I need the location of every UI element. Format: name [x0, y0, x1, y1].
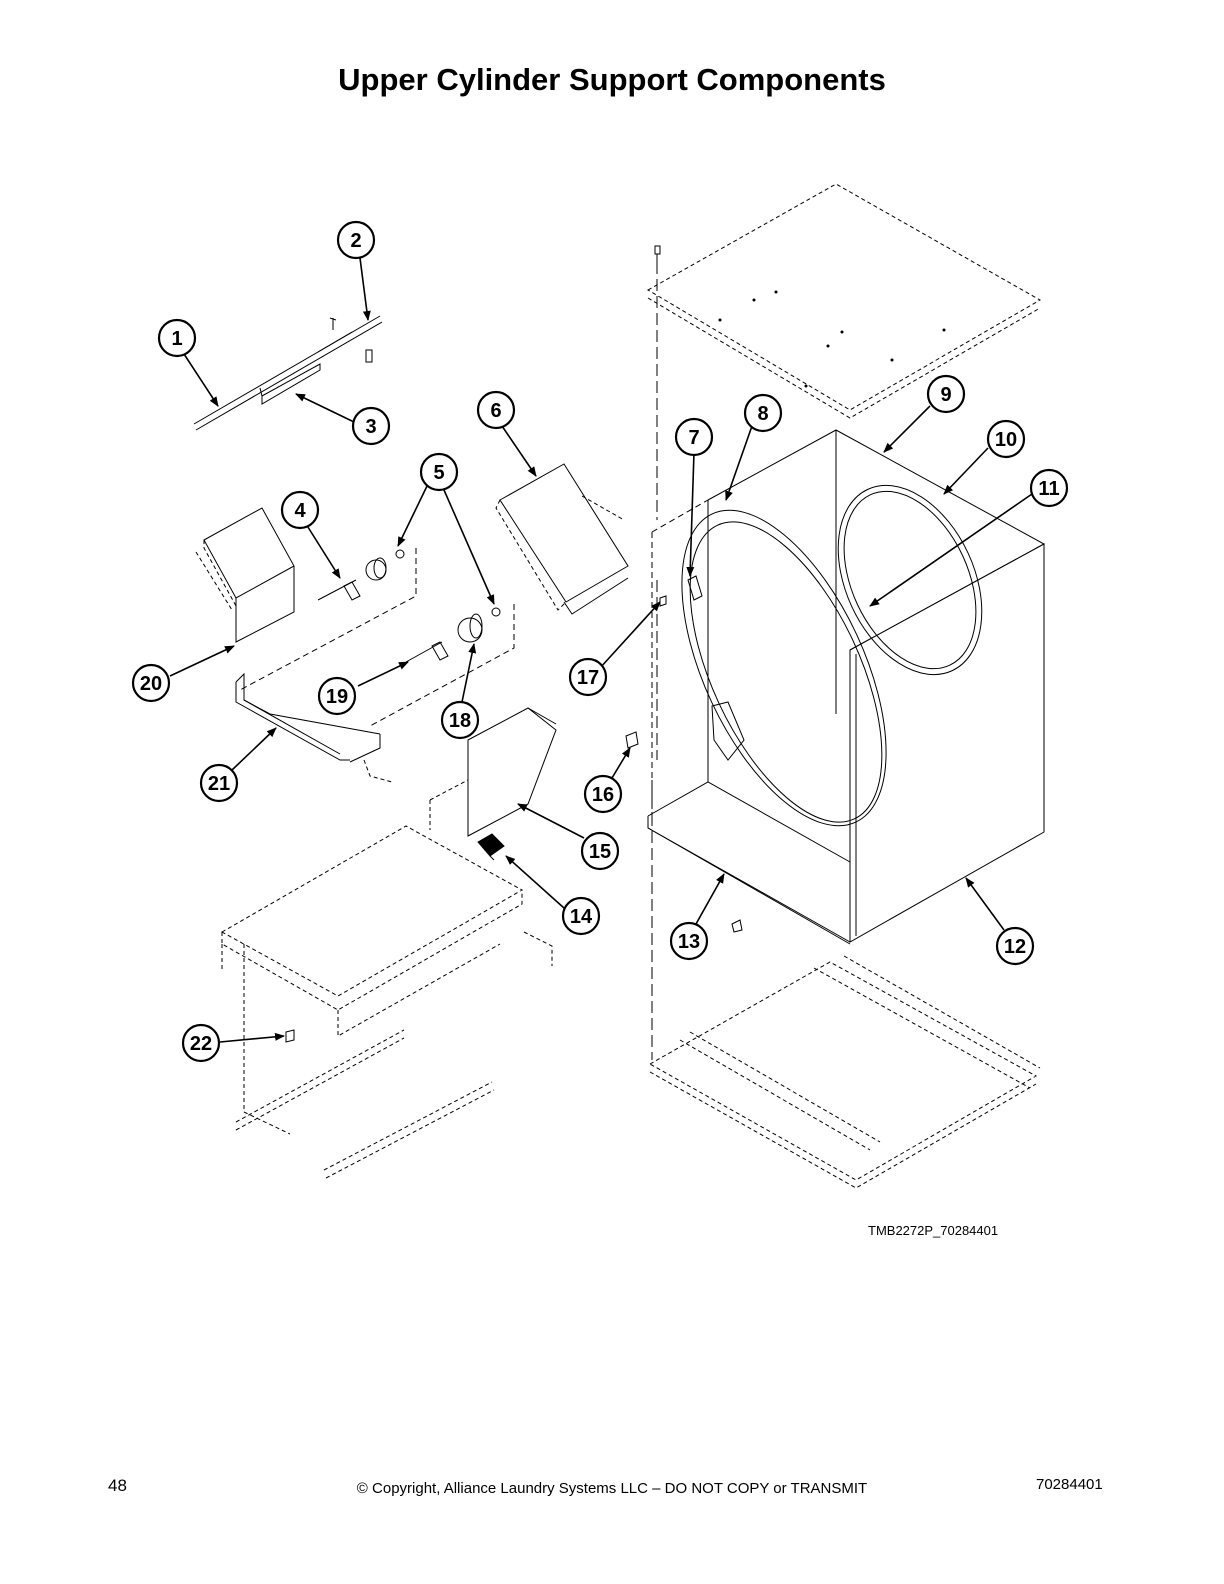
callout-19: 19 — [317, 676, 357, 716]
callout-7: 7 — [674, 417, 714, 457]
part-6-plate — [495, 463, 629, 615]
callout-1: 1 — [157, 318, 197, 358]
svg-text:3: 3 — [365, 416, 376, 438]
callout-21: 21 — [199, 763, 239, 803]
leader-arrows — [169, 257, 1033, 1043]
part-21-bracket — [235, 672, 393, 783]
svg-text:12: 12 — [1004, 936, 1026, 958]
svg-text:18: 18 — [449, 710, 471, 732]
guide-screw-top — [654, 245, 661, 262]
top-panel — [647, 183, 1042, 419]
callout-8: 8 — [743, 393, 783, 433]
callout-12: 12 — [995, 926, 1035, 966]
svg-text:1: 1 — [171, 328, 182, 350]
part-16-clip — [625, 731, 639, 749]
callout-16: 16 — [583, 774, 623, 814]
svg-text:6: 6 — [490, 400, 501, 422]
svg-text:2: 2 — [350, 230, 361, 252]
cabinet-frame — [647, 429, 1046, 945]
part-3-channel — [259, 363, 321, 405]
svg-text:14: 14 — [570, 906, 593, 928]
svg-text:7: 7 — [688, 427, 699, 449]
svg-text:21: 21 — [208, 773, 230, 795]
svg-text:19: 19 — [326, 686, 348, 708]
figure-reference: TMB2272P_70284401 — [868, 1223, 999, 1238]
callout-20: 20 — [131, 663, 171, 703]
document-number: 70284401 — [1036, 1476, 1103, 1493]
part-17-screw — [659, 595, 667, 607]
part-7-clip — [687, 575, 703, 601]
callout-9: 9 — [926, 374, 966, 414]
callout-17: 17 — [568, 657, 608, 697]
callouts: 1 2 3 4 5 6 7 8 9 10 11 12 13 14 15 16 1… — [131, 220, 1069, 1063]
part-15-plate — [429, 707, 557, 837]
guide-line — [651, 262, 658, 1060]
callout-18: 18 — [440, 700, 480, 740]
callout-5: 5 — [419, 452, 459, 492]
part-14-block — [477, 833, 505, 861]
svg-text:11: 11 — [1038, 478, 1059, 500]
svg-text:22: 22 — [190, 1033, 212, 1055]
bottom-pan — [648, 955, 1041, 1189]
copyright-notice: © Copyright, Alliance Laundry Systems LL… — [356, 1480, 868, 1497]
callout-2: 2 — [336, 220, 376, 260]
callout-14: 14 — [561, 896, 601, 936]
callout-13: 13 — [669, 921, 709, 961]
part-22-screw — [285, 1029, 295, 1043]
callout-15: 15 — [580, 831, 620, 871]
svg-text:5: 5 — [433, 462, 444, 484]
callout-11: 11 — [1029, 468, 1069, 508]
svg-text:16: 16 — [592, 784, 614, 806]
part-1-rod — [193, 315, 383, 431]
callout-10: 10 — [986, 419, 1026, 459]
svg-text:13: 13 — [678, 931, 700, 953]
callout-6: 6 — [476, 390, 516, 430]
lower-tray — [220, 825, 553, 1179]
callout-3: 3 — [351, 406, 391, 446]
part-5-18-19-assembly — [369, 604, 515, 727]
svg-text:17: 17 — [577, 667, 599, 689]
svg-text:20: 20 — [140, 673, 162, 695]
svg-text:4: 4 — [294, 500, 306, 522]
svg-text:8: 8 — [757, 403, 768, 425]
svg-text:15: 15 — [589, 841, 611, 863]
svg-text:10: 10 — [995, 429, 1017, 451]
part-20-bracket — [195, 507, 295, 643]
part-4-5-assembly — [239, 548, 417, 691]
part-13-screw — [731, 919, 743, 933]
svg-text:9: 9 — [940, 384, 951, 406]
top-panel-holes — [718, 290, 946, 388]
callout-22: 22 — [181, 1023, 221, 1063]
page-number: 48 — [108, 1476, 127, 1495]
callout-4: 4 — [280, 490, 320, 530]
page-title: Upper Cylinder Support Components — [338, 62, 886, 97]
